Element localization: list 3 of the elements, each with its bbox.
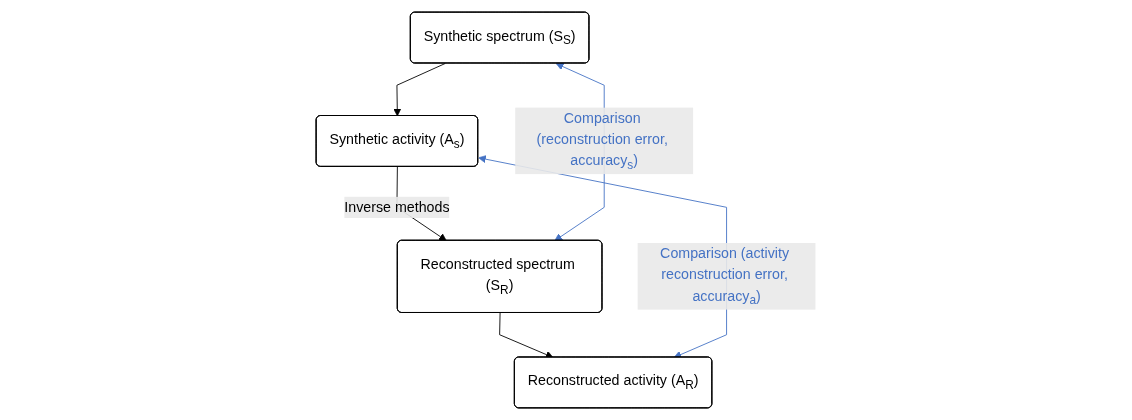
edge-label: Inverse methods [344,199,450,215]
edge-label: Comparison (reconstruction error, accuracy$_{s}$) [536,110,669,172]
edge-label: Comparison (activity reconstruction error, accuracy$_{a}$) [660,245,790,308]
